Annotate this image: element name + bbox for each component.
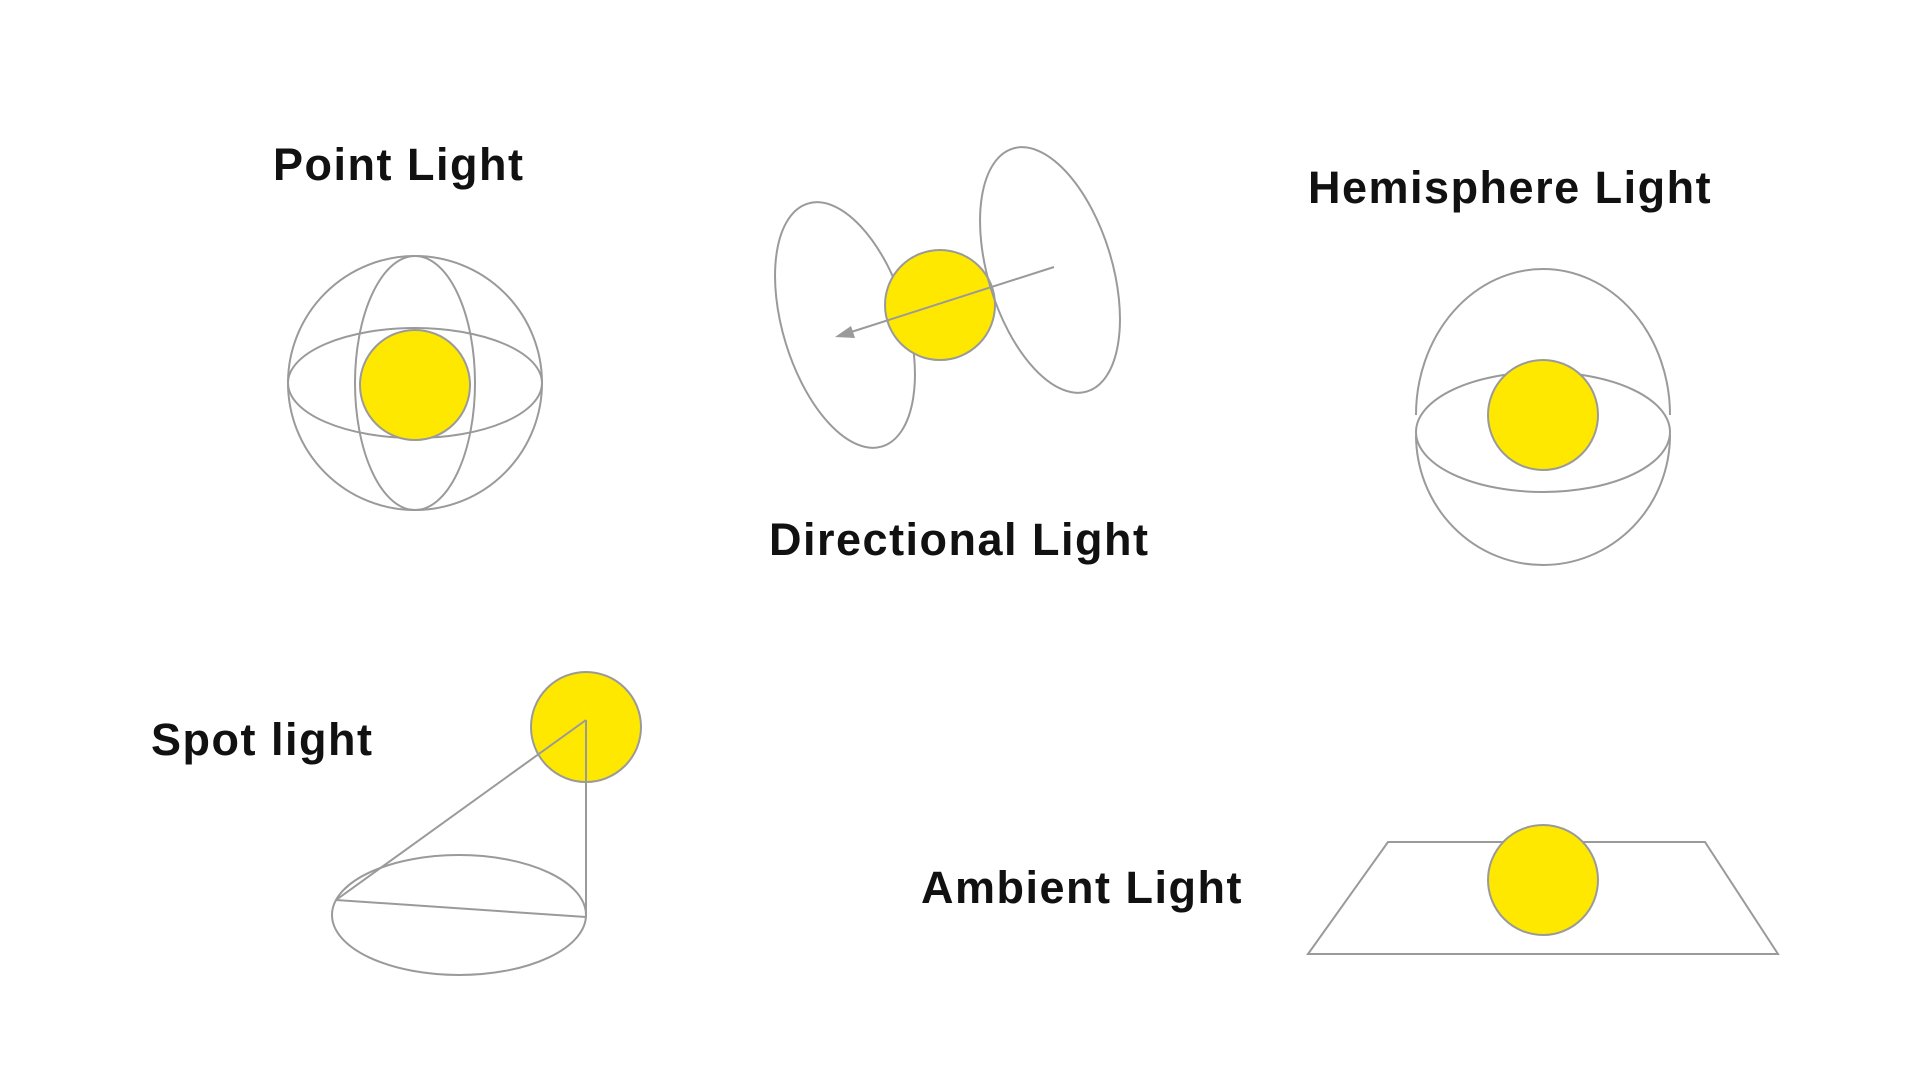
spot-light-label: Spot light <box>151 714 373 765</box>
hemisphere-light-lower-dome <box>1415 434 1671 566</box>
hemisphere-light-bulb <box>1487 359 1599 471</box>
ambient-light-label: Ambient Light <box>921 862 1243 913</box>
spot-light-cone <box>331 719 587 976</box>
spot-light-group: Spot light <box>151 671 642 976</box>
directional-light-arrowhead-icon <box>835 326 855 338</box>
point-light-label: Point Light <box>273 139 524 190</box>
hemisphere-light-group: Hemisphere Light <box>1308 162 1712 566</box>
point-light-bulb <box>359 329 471 441</box>
spot-light-base-chord <box>335 899 587 918</box>
directional-light-label: Directional Light <box>769 514 1150 565</box>
ambient-light-bulb <box>1487 824 1599 936</box>
hemisphere-light-label: Hemisphere Light <box>1308 162 1712 213</box>
hemisphere-light-upper-dome <box>1415 268 1671 416</box>
directional-light-arrow-line <box>847 266 1055 334</box>
point-light-group: Point Light <box>273 139 543 511</box>
ambient-light-plane <box>1306 841 1780 955</box>
directional-light-front <box>835 146 1121 394</box>
hemisphere-light-wireframe <box>1415 268 1671 566</box>
directional-light-group: Directional Light <box>769 146 1150 565</box>
point-light-vertical-ring <box>354 255 476 511</box>
spot-light-cone-edge-left <box>335 719 587 901</box>
directional-light-bulb <box>884 249 996 361</box>
ambient-light-group: Ambient Light <box>921 824 1780 955</box>
